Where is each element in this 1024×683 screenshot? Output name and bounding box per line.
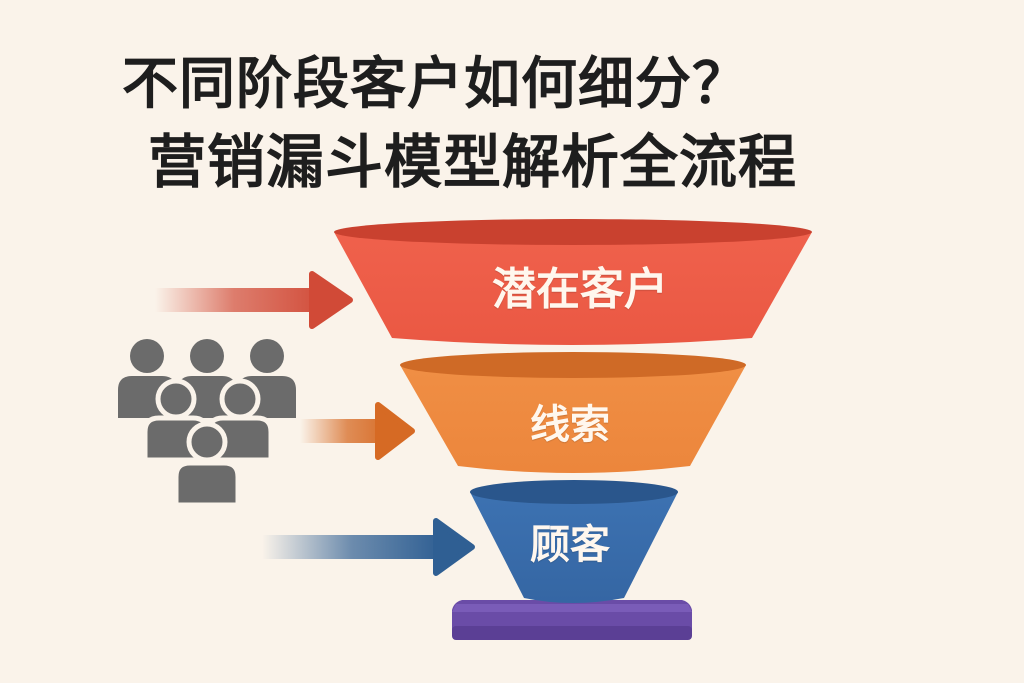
title-line-1: 不同阶段客户如何细分？ bbox=[122, 52, 749, 117]
funnel-stage-leads[interactable] bbox=[400, 352, 746, 473]
funnel-stage-prospects[interactable] bbox=[334, 219, 812, 345]
stage-label-leads: 线索 bbox=[530, 402, 610, 448]
stage-label-prospects: 潜在客户 bbox=[492, 264, 668, 315]
arrow-blue-icon bbox=[262, 518, 475, 576]
arrow-orange-icon bbox=[300, 402, 415, 460]
title-line-2: 营销漏斗模型解析全流程 bbox=[148, 128, 798, 196]
arrow-red-icon bbox=[155, 271, 353, 329]
people-group-icon bbox=[118, 339, 296, 508]
funnel-base bbox=[452, 600, 692, 640]
stage-label-customers: 顾客 bbox=[530, 522, 610, 568]
funnel-stage-customers[interactable] bbox=[470, 480, 678, 603]
